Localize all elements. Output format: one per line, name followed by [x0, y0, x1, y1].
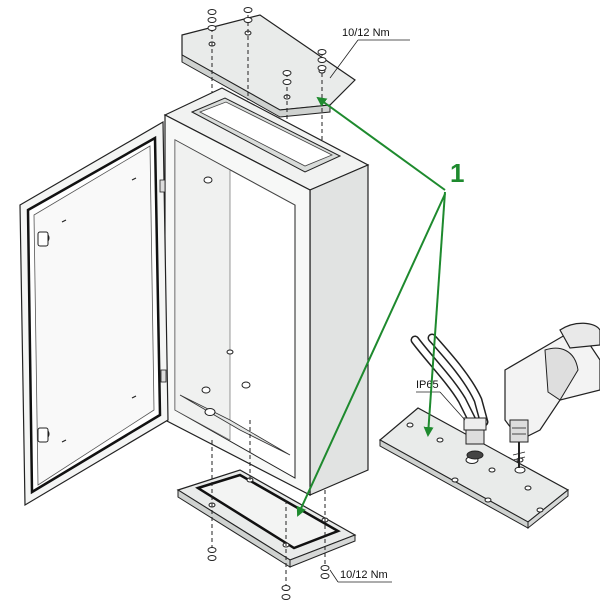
ip-rating-label: IP65: [416, 379, 466, 421]
callout-arrows: [296, 96, 446, 517]
enclosure-door: [19, 120, 169, 507]
torque-text-bottom: 10/12 Nm: [340, 569, 388, 581]
torque-label-bottom: 10/12 Nm: [329, 569, 392, 583]
torque-label-top: 10/12 Nm: [329, 27, 410, 79]
drill-icon: [504, 322, 600, 468]
bottom-screws: [207, 420, 330, 600]
door-lock-bottom: [37, 427, 50, 443]
enclosure-body: [163, 87, 370, 496]
cable-gland-icon: [410, 333, 489, 460]
callout-number: 1: [450, 158, 464, 188]
ip-rating-text: IP65: [416, 379, 439, 391]
door-lock-top: [37, 231, 50, 247]
bottom-gland-plate: [176, 469, 357, 568]
torque-text-top: 10/12 Nm: [342, 27, 390, 39]
